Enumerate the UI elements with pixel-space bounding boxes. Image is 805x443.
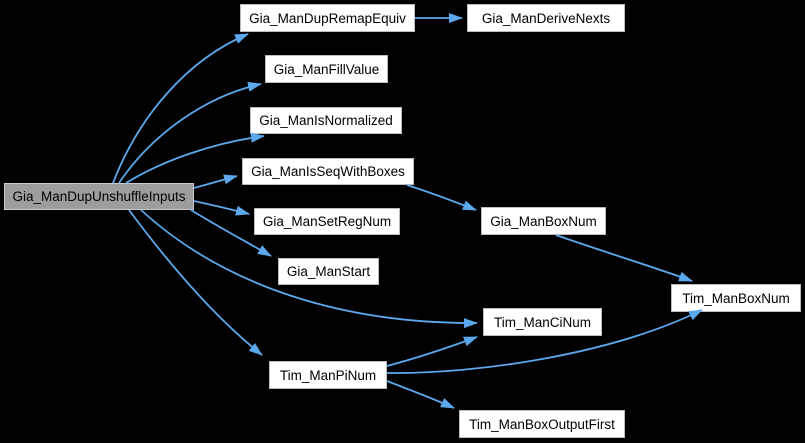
graph-node-Gia_ManSetRegNum[interactable]: Gia_ManSetRegNum <box>254 208 400 235</box>
graph-node-Gia_ManStart[interactable]: Gia_ManStart <box>278 258 379 285</box>
edge-Gia_ManBoxNum-to-Tim_ManBoxNum <box>555 234 693 282</box>
graph-node-Tim_ManBoxNum[interactable]: Tim_ManBoxNum <box>671 284 801 312</box>
edge-Tim_ManPiNum-to-Tim_ManBoxOutputFirst <box>386 380 455 409</box>
graph-node-Gia_ManDeriveNexts[interactable]: Gia_ManDeriveNexts <box>467 4 625 32</box>
edge-Gia_ManDupUnshuffleInputs-to-Gia_ManSetRegNum <box>193 200 250 216</box>
graph-node-Gia_ManDupRemapEquiv[interactable]: Gia_ManDupRemapEquiv <box>240 4 415 32</box>
graph-node-Gia_ManDupUnshuffleInputs[interactable]: Gia_ManDupUnshuffleInputs <box>4 183 194 210</box>
edge-Gia_ManIsSeqWithBoxes-to-Gia_ManBoxNum <box>406 184 477 211</box>
edge-Gia_ManDupUnshuffleInputs-to-Tim_ManPiNum <box>128 209 263 356</box>
graph-node-Tim_ManBoxOutputFirst[interactable]: Tim_ManBoxOutputFirst <box>459 410 625 438</box>
edge-Tim_ManPiNum-to-Tim_ManCiNum <box>386 336 478 367</box>
graph-node-Tim_ManPiNum[interactable]: Tim_ManPiNum <box>269 361 387 389</box>
graph-node-Tim_ManCiNum[interactable]: Tim_ManCiNum <box>483 308 602 336</box>
edge-Gia_ManDupUnshuffleInputs-to-Gia_ManDupRemapEquiv <box>112 33 249 184</box>
graph-node-Gia_ManIsNormalized[interactable]: Gia_ManIsNormalized <box>250 107 402 134</box>
graph-node-Gia_ManFillValue[interactable]: Gia_ManFillValue <box>265 55 388 83</box>
graph-node-Gia_ManBoxNum[interactable]: Gia_ManBoxNum <box>481 207 606 235</box>
graph-node-Gia_ManIsSeqWithBoxes[interactable]: Gia_ManIsSeqWithBoxes <box>242 158 414 185</box>
edge-Gia_ManDupUnshuffleInputs-to-Gia_ManFillValue <box>118 81 262 184</box>
edge-Gia_ManDupUnshuffleInputs-to-Gia_ManIsSeqWithBoxes <box>193 174 238 189</box>
